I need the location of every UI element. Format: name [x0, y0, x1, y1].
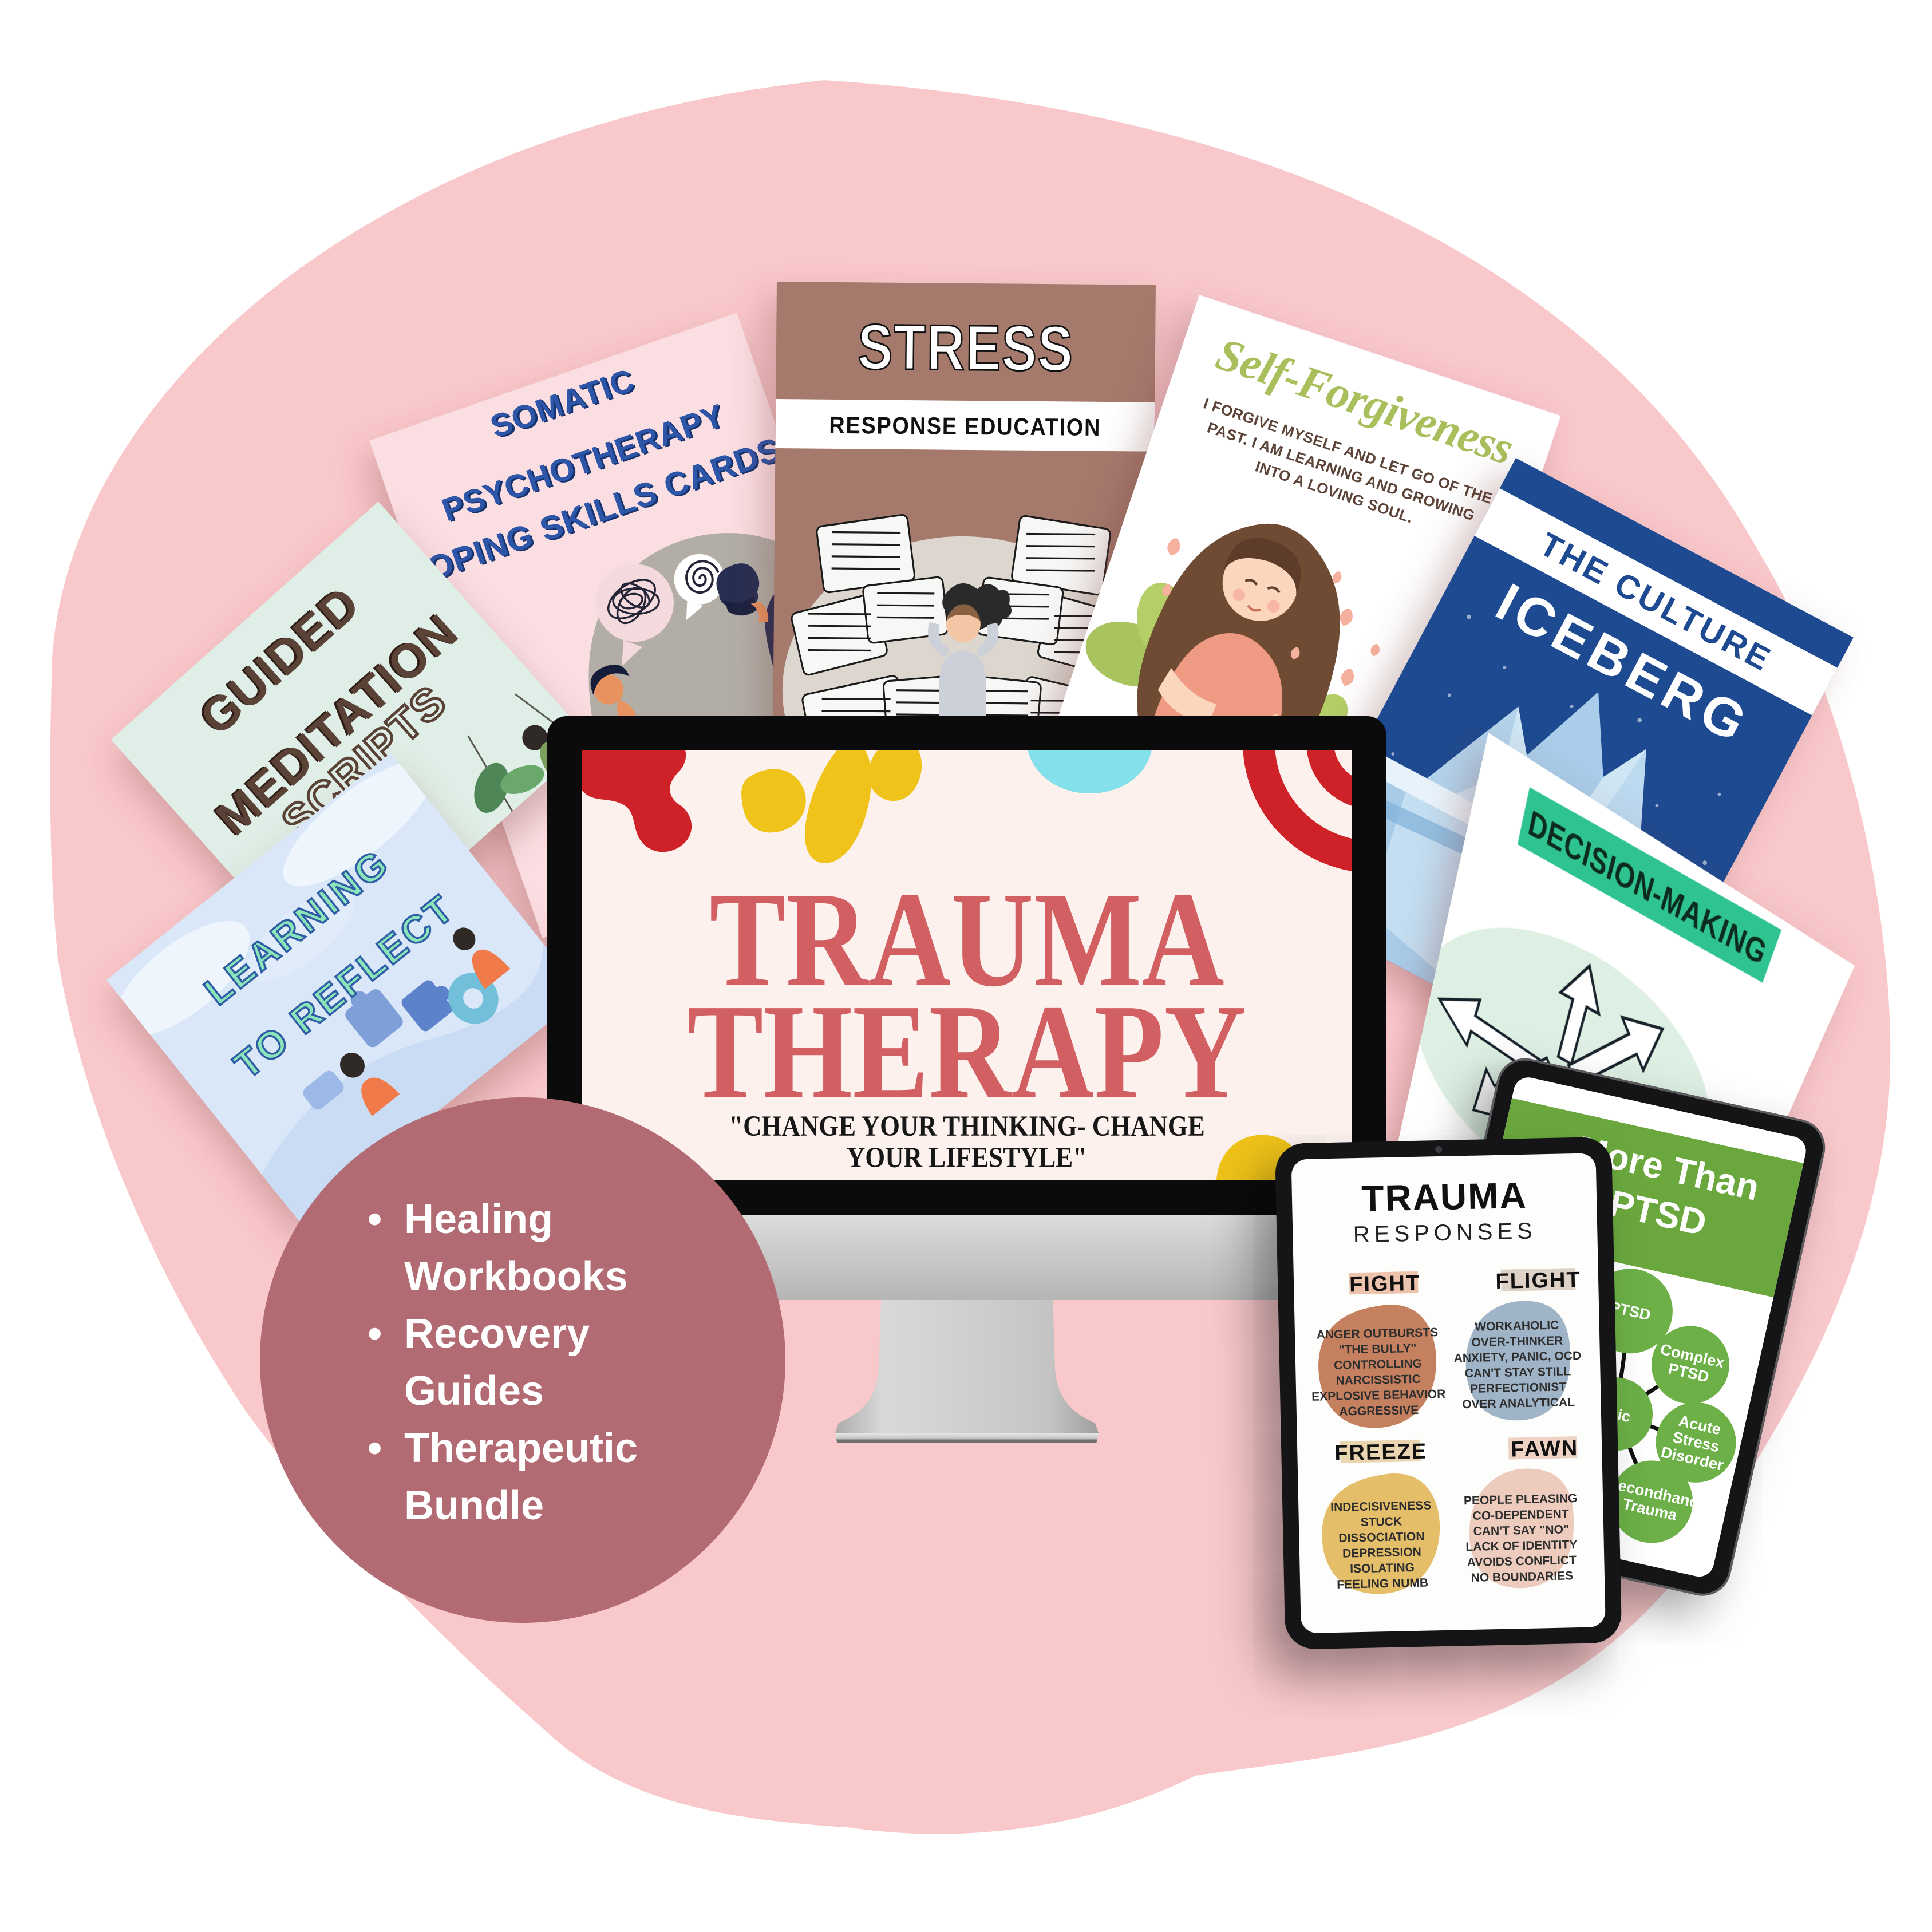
svg-text:CO-DEPENDENT: CO-DEPENDENT [1472, 1507, 1569, 1523]
svg-text:"THE BULLY": "THE BULLY" [1338, 1342, 1416, 1357]
svg-text:WORKAHOLIC: WORKAHOLIC [1475, 1319, 1559, 1334]
svg-text:ANXIETY, PANIC, OCD: ANXIETY, PANIC, OCD [1453, 1349, 1581, 1365]
svg-text:ANGER OUTBURSTS: ANGER OUTBURSTS [1317, 1326, 1439, 1341]
svg-text:DEPRESSION: DEPRESSION [1342, 1546, 1421, 1560]
svg-text:NO BOUNDARIES: NO BOUNDARIES [1471, 1569, 1573, 1585]
svg-text:DISSOCIATION: DISSOCIATION [1338, 1530, 1425, 1545]
svg-text:CAN'T SAY "NO": CAN'T SAY "NO" [1473, 1523, 1569, 1538]
svg-text:LACK OF IDENTITY: LACK OF IDENTITY [1465, 1538, 1577, 1554]
svg-text:NARCISSISTIC: NARCISSISTIC [1336, 1373, 1421, 1388]
svg-text:EXPLOSIVE BEHAVIOR: EXPLOSIVE BEHAVIOR [1311, 1388, 1446, 1404]
svg-text:AGGRESSIVE: AGGRESSIVE [1339, 1404, 1419, 1419]
svg-text:INDECISIVENESS: INDECISIVENESS [1330, 1499, 1432, 1514]
svg-text:AVOIDS CONFLICT: AVOIDS CONFLICT [1467, 1554, 1577, 1569]
svg-text:OVER-THINKER: OVER-THINKER [1471, 1334, 1563, 1349]
svg-text:STUCK: STUCK [1360, 1515, 1402, 1529]
svg-text:PEOPLE PLEASING: PEOPLE PLEASING [1464, 1492, 1578, 1507]
svg-text:CONTROLLING: CONTROLLING [1334, 1357, 1422, 1372]
svg-text:OVER ANALYTICAL: OVER ANALYTICAL [1462, 1396, 1575, 1411]
svg-text:CAN'T STAY STILL: CAN'T STAY STILL [1465, 1365, 1571, 1380]
svg-text:ISOLATING: ISOLATING [1350, 1561, 1415, 1575]
svg-text:FEELING NUMB: FEELING NUMB [1337, 1577, 1428, 1591]
svg-text:PERFECTIONIST: PERFECTIONIST [1470, 1380, 1567, 1396]
